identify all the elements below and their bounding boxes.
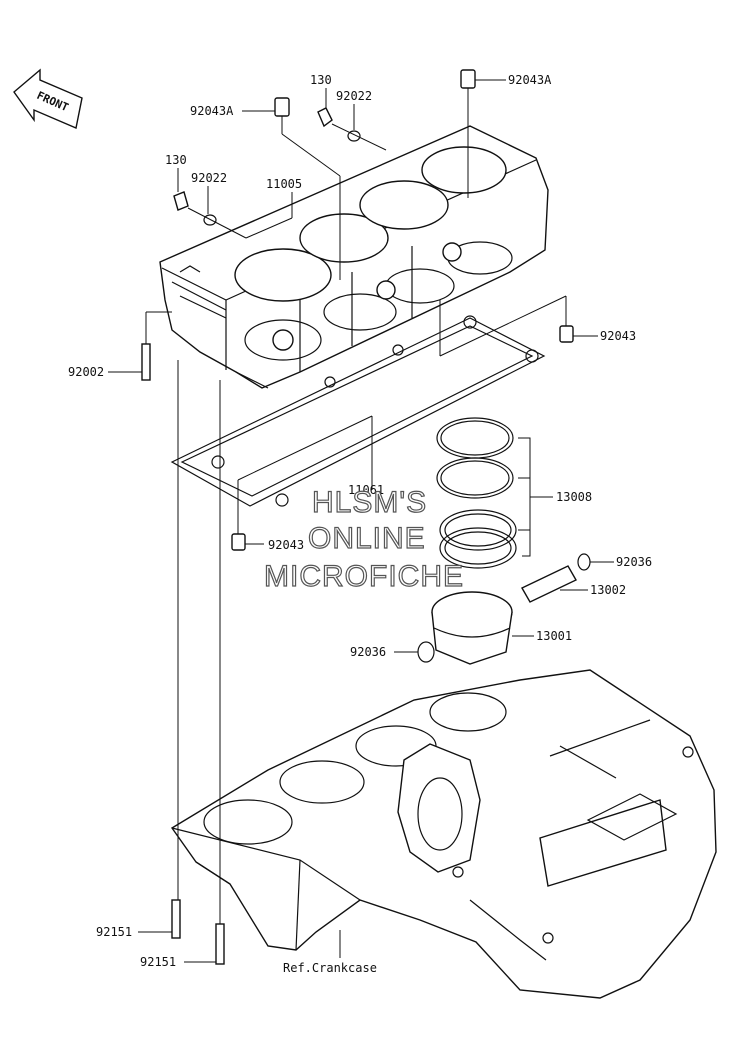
watermark-line-2: ONLINE — [308, 522, 426, 555]
base-gasket — [170, 315, 546, 507]
part-labels: 92043A 92043A 130 92022 130 92022 11005 … — [68, 73, 652, 975]
crankcase — [170, 669, 717, 999]
cylinder-block — [159, 125, 549, 389]
watermark: HLSM'S ONLINE MICROFICHE — [263, 485, 464, 593]
label-92151-a: 92151 — [96, 925, 132, 939]
label-92022-top: 92022 — [336, 89, 372, 103]
piston — [417, 553, 591, 665]
leader-lines — [108, 79, 614, 963]
watermark-line-3: MICROFICHE — [264, 560, 464, 593]
label-92151-b: 92151 — [140, 955, 176, 969]
label-92043A-left: 92043A — [190, 104, 234, 118]
label-130-top: 130 — [310, 73, 332, 87]
label-92043-right: 92043 — [600, 329, 636, 343]
label-92002: 92002 — [68, 365, 104, 379]
label-130-left: 130 — [165, 153, 187, 167]
label-92036-right: 92036 — [616, 555, 652, 569]
label-11005: 11005 — [266, 177, 302, 191]
label-13008: 13008 — [556, 490, 592, 504]
watermark-line-1: HLSM'S — [312, 486, 427, 519]
piston-rings — [436, 417, 553, 569]
label-92036-left: 92036 — [350, 645, 386, 659]
label-13002: 13002 — [590, 583, 626, 597]
label-92043-left: 92043 — [268, 538, 304, 552]
label-92043A-right: 92043A — [508, 73, 552, 87]
label-13001: 13001 — [536, 629, 572, 643]
label-92022-left: 92022 — [191, 171, 227, 185]
label-ref-crankcase: Ref.Crankcase — [283, 961, 377, 975]
label-11061: 11061 — [348, 483, 384, 497]
front-arrow-icon: FRONT — [13, 68, 83, 129]
